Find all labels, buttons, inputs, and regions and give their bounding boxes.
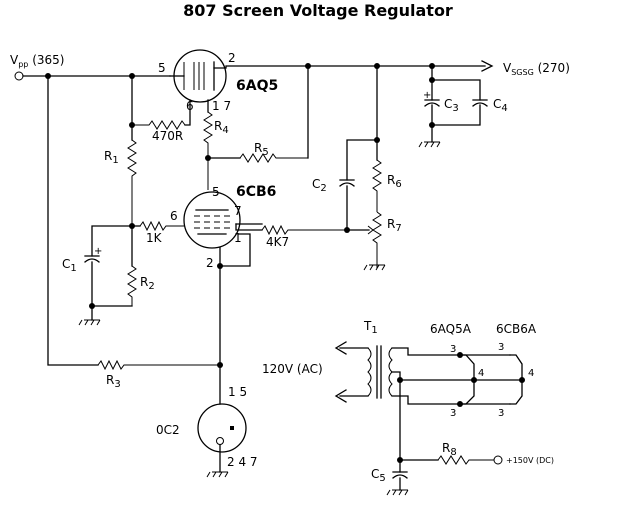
pin-2-6cb6: 2 (206, 256, 214, 270)
pin-7-6cb6: 7 (234, 204, 242, 218)
ground-icon (78, 319, 101, 326)
resistor-r4 (203, 111, 213, 190)
resistor-470r (132, 120, 186, 130)
ac-arrow-bottom (334, 389, 347, 403)
pin-5-6cb6: 5 (212, 185, 220, 199)
tube-6aq5-label: 6AQ5 (236, 78, 278, 94)
vpp-terminal (14, 71, 24, 81)
r4-label: R4 (214, 119, 229, 136)
pin-247-0c2: 2 4 7 (227, 455, 258, 469)
r6-label: R6 (387, 173, 402, 190)
vpp-label: Vpp (365) (10, 53, 64, 69)
resistor-r5 (239, 153, 308, 163)
heater-6aq5a (459, 354, 475, 405)
t1-label: T1 (363, 319, 378, 336)
capacitor-c4 (472, 99, 488, 107)
heater-wire-bottom (391, 395, 511, 405)
dc-output-label: +150V (DC) (506, 456, 554, 465)
0c2-electrode (230, 426, 234, 430)
resistor-r2 (127, 265, 137, 306)
heater-pin-3b-bot: 3 (498, 408, 504, 419)
heater-tube-b-label: 6CB6A (496, 322, 537, 336)
capacitor-c1 (84, 255, 100, 263)
wire-c1-top (91, 225, 133, 257)
c1-polarity: + (94, 246, 102, 257)
pin-15-0c2: 1 5 (228, 385, 247, 399)
heater-pin-3b-top: 3 (498, 342, 504, 353)
r8-label: R8 (442, 441, 457, 458)
heater-pin-4a: 4 (478, 368, 484, 379)
ground-icon (386, 489, 409, 496)
ground-icon (363, 264, 386, 271)
0c2-cathode (216, 437, 224, 445)
r-470-label: 470R (152, 129, 183, 143)
r5-label: R5 (254, 141, 269, 158)
wire-c34-bottom (431, 104, 481, 126)
pin-17-6aq5: 1 7 (212, 99, 231, 113)
tube-6aq5 (169, 49, 309, 103)
resistor-r8 (437, 455, 494, 465)
resistor-r1 (127, 139, 137, 226)
wire-c2-bottom (346, 185, 370, 231)
c3-polarity: + (423, 90, 431, 101)
c1-label: C1 (62, 257, 77, 274)
tube-6cb6 (183, 191, 241, 249)
diagram-title: 807 Screen Voltage Regulator (183, 1, 453, 20)
ac-arrow-top (334, 341, 347, 355)
capacitor-c5 (392, 471, 408, 479)
vsgsg-label: VSGSG (270) (503, 61, 570, 77)
heater-6cb6a (509, 354, 523, 405)
r3-label: R3 (106, 373, 121, 390)
ground-icon (418, 141, 441, 148)
r2-label: R2 (140, 275, 155, 292)
r-1k-label: 1K (146, 231, 163, 245)
wire-grid-4k7 (235, 223, 263, 231)
tube-0c2-label: 0C2 (156, 423, 180, 437)
ground-icon (206, 471, 229, 478)
resistor-1k (139, 220, 184, 232)
wire-6cb6-pin1 (219, 233, 251, 267)
pin-2-6aq5: 2 (228, 51, 236, 65)
pin-6-6cb6: 6 (170, 209, 178, 223)
heater-pin-3a-bot: 3 (450, 408, 456, 419)
resistor-r3 (97, 359, 220, 371)
ac-input-label: 120V (AC) (262, 362, 323, 376)
potentiometer-r7 (372, 211, 382, 268)
dc-terminal (493, 455, 503, 465)
capacitor-c2 (339, 179, 355, 187)
wire-c4 (431, 79, 481, 101)
wire-6aq5-grid (184, 99, 191, 126)
heater-wire-center (391, 371, 523, 381)
heater-tube-a-label: 6AQ5A (430, 322, 472, 336)
c2-label: C2 (312, 177, 327, 194)
r-4k7-label: 4K7 (266, 235, 289, 249)
r7-label: R7 (387, 217, 402, 234)
wire-vpp-to-r3 (47, 75, 99, 366)
wiper-arrow (367, 225, 374, 235)
c4-label: C4 (493, 97, 508, 114)
resistor-4k7 (261, 224, 347, 236)
capacitor-c3 (424, 99, 440, 107)
c3-label: C3 (444, 97, 459, 114)
heater-pin-3a-top: 3 (450, 344, 456, 355)
resistor-r6 (372, 159, 382, 212)
pin-5-6aq5: 5 (158, 61, 166, 75)
r1-label: R1 (104, 149, 119, 166)
pin-1-6cb6: 1 (234, 231, 242, 245)
wire-c1-bottom (91, 261, 133, 307)
tube-6cb6-label: 6CB6 (236, 184, 276, 200)
tube-0c2 (197, 403, 247, 453)
junction-dot (217, 263, 223, 269)
output-arrow (481, 60, 494, 72)
c5-label: C5 (371, 467, 386, 484)
transformer-t1 (367, 345, 393, 399)
wire-c2-top (346, 139, 378, 181)
heater-pin-4b: 4 (528, 368, 534, 379)
